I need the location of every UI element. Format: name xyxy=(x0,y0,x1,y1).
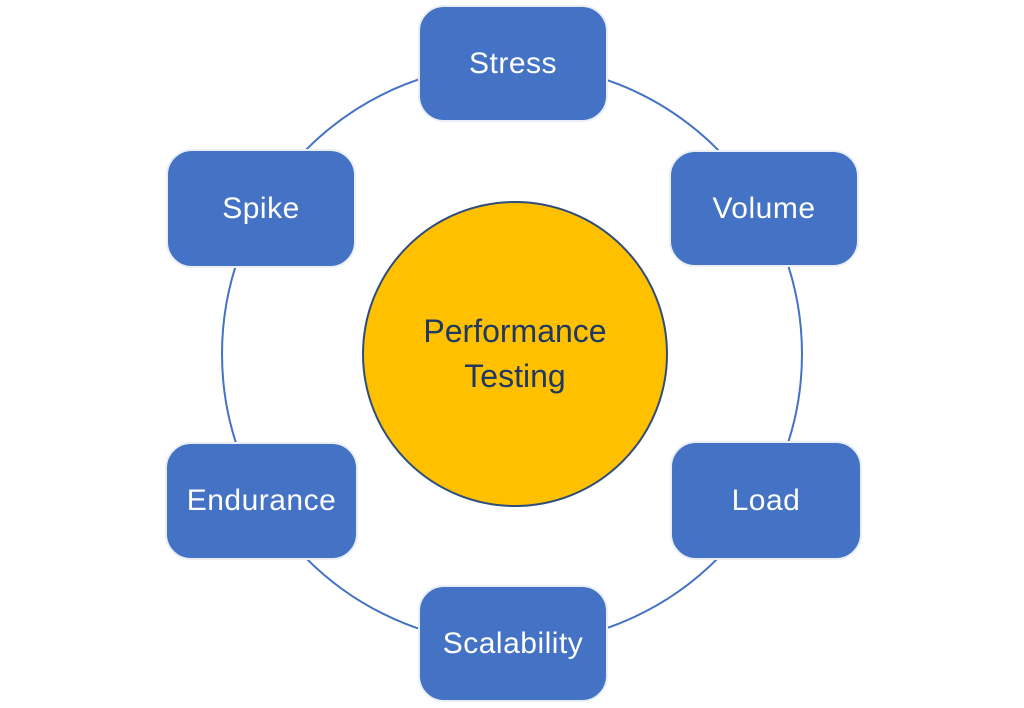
node-stress: Stress xyxy=(418,5,608,122)
node-endurance: Endurance xyxy=(165,442,358,560)
node-load: Load xyxy=(670,441,862,560)
node-spike: Spike xyxy=(166,149,356,268)
node-stress-label: Stress xyxy=(468,46,558,80)
node-endurance-label: Endurance xyxy=(186,484,337,517)
node-spike-label: Spike xyxy=(222,191,300,225)
node-volume-label: Volume xyxy=(712,191,816,225)
node-scalability-label: Scalability xyxy=(442,626,584,660)
node-volume: Volume xyxy=(669,150,859,267)
node-load-label: Load xyxy=(731,483,801,517)
center-circle: Performance Testing xyxy=(362,201,668,507)
center-circle-label: Performance Testing xyxy=(423,313,607,394)
node-scalability: Scalability xyxy=(418,585,608,702)
